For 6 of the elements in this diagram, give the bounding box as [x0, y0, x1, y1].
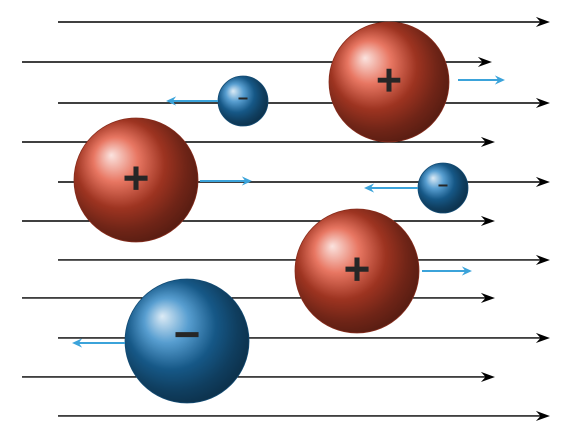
charge-ball: −	[218, 76, 268, 126]
charge-ball: +	[74, 118, 198, 242]
charge-ball: +	[294, 208, 420, 334]
charge-ball: −	[418, 162, 468, 214]
charge-ball: −	[124, 278, 250, 404]
charge-ball: +	[328, 22, 450, 142]
